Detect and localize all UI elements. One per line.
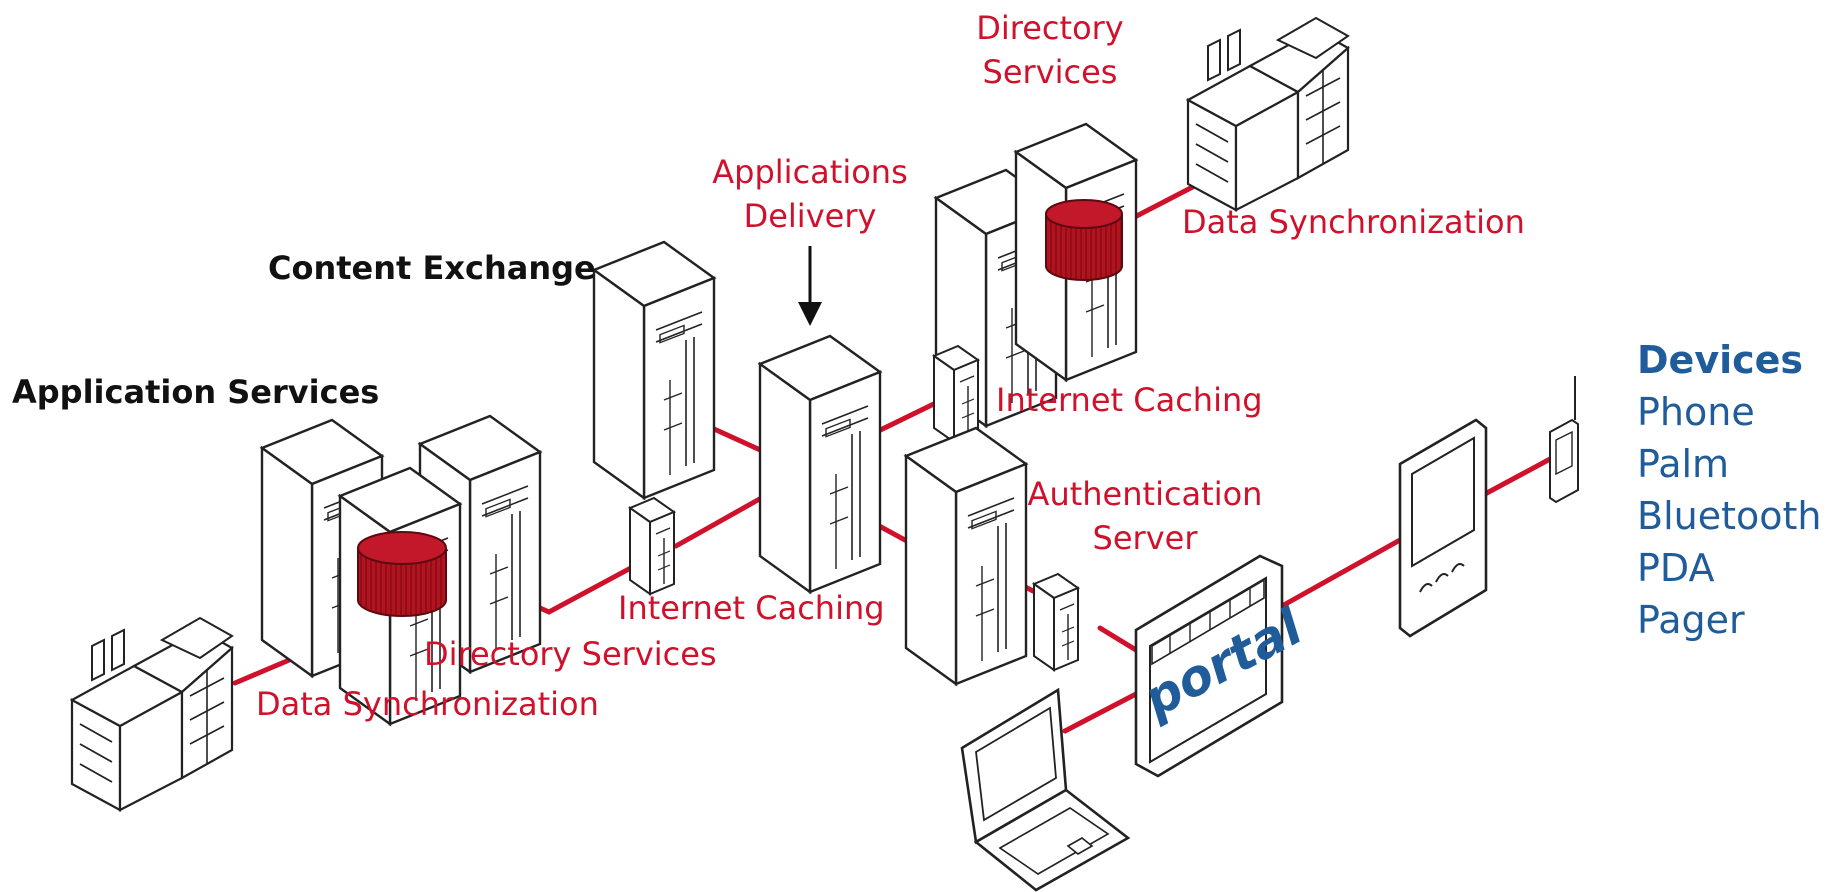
directory-services-top-cluster xyxy=(934,122,1138,428)
phone-device-icon xyxy=(1549,376,1579,504)
arrow-down-icon xyxy=(798,246,822,326)
device-item-bluetooth: Bluetooth xyxy=(1637,494,1822,538)
application-services-cluster xyxy=(260,414,542,726)
data-synchronization-top-label: Data Synchronization xyxy=(1182,203,1525,241)
factory-icon-top xyxy=(1186,16,1350,212)
device-item-phone: Phone xyxy=(1637,390,1755,434)
content-exchange-label: Content Exchange xyxy=(268,249,596,287)
database-icon xyxy=(357,531,447,617)
internet-caching-right-label: Internet Caching xyxy=(996,381,1263,419)
application-services-label: Application Services xyxy=(12,373,380,411)
cache-server-icon-right xyxy=(933,345,979,443)
data-synchronization-bottom-label: Data Synchronization xyxy=(256,685,599,723)
palm-device-icon xyxy=(1398,418,1488,638)
cache-server-icon-auth xyxy=(1033,573,1079,671)
applications-delivery-label: Applications Delivery xyxy=(712,153,908,235)
directory-services-bottom-label: Directory Services xyxy=(424,635,717,673)
internet-caching-left-label: Internet Caching xyxy=(618,589,885,627)
devices-heading: Devices xyxy=(1637,338,1804,382)
directory-services-top-label: Directory Services xyxy=(976,9,1124,91)
portal-display-icon: portal xyxy=(1134,554,1312,778)
cache-server-icon-left xyxy=(629,497,675,595)
device-item-pager: Pager xyxy=(1637,598,1745,642)
authentication-server-label: Authentication Server xyxy=(1027,475,1263,557)
device-item-pda: PDA xyxy=(1637,546,1715,590)
applications-delivery-server-icon xyxy=(758,334,882,594)
content-exchange-server-icon xyxy=(592,240,716,500)
device-item-palm: Palm xyxy=(1637,442,1730,486)
factory-icon-bottom xyxy=(70,616,234,812)
devices-list: Devices Phone Palm Bluetooth PDA Pager xyxy=(1637,334,1821,646)
authentication-server-icon xyxy=(904,426,1028,686)
laptop-icon xyxy=(960,687,1131,892)
database-icon xyxy=(1045,199,1123,281)
